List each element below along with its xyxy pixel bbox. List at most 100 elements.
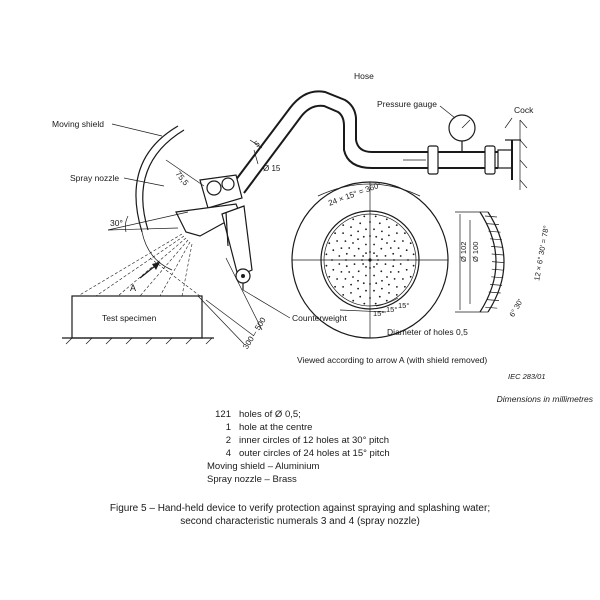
spray-hole (389, 247, 392, 249)
spray-hole (385, 299, 388, 302)
spray-plate-view (291, 181, 449, 339)
spray-hole (328, 242, 331, 245)
spray-hole (357, 270, 360, 273)
spray-hole (381, 279, 383, 282)
spray-hole (362, 255, 364, 257)
label-test-specimen: Test specimen (102, 313, 157, 323)
spray-hole (386, 276, 388, 278)
spray-hole (397, 271, 400, 273)
spray-hole (386, 242, 388, 244)
spray-pattern (77, 233, 201, 297)
spray-hole (352, 242, 354, 244)
spray-hole (365, 252, 367, 255)
arrow-a (139, 261, 161, 279)
legend-row: Spray nozzle – Brass (207, 473, 390, 486)
spray-hole (357, 230, 359, 233)
label-cock: Cock (514, 105, 534, 115)
legend-num: 121 (215, 409, 231, 420)
label-moving-shield: Moving shield (52, 119, 104, 129)
profile-tick (485, 306, 498, 309)
spray-hole (393, 278, 396, 280)
profile-tick (486, 299, 500, 301)
spray-hole (350, 226, 352, 229)
spray-hole (412, 253, 415, 256)
spray-hole (359, 295, 362, 298)
spray-hole (381, 287, 383, 290)
spray-hole (393, 240, 396, 243)
profile-tick (486, 223, 499, 225)
legend-num: 1 (225, 422, 231, 433)
spray-hole (345, 252, 348, 255)
spray-hole (392, 265, 395, 268)
spray-hole (334, 285, 336, 288)
legend-row: 2 inner circles of 12 holes at 30° pitch (207, 434, 390, 447)
spray-hole (380, 247, 383, 250)
spray-hole (404, 285, 406, 288)
profile-tick (488, 230, 501, 233)
spray-hole (399, 263, 402, 265)
spray-hole (344, 278, 347, 280)
spray-hole (388, 226, 390, 229)
label-dim-5: 5 (253, 139, 262, 149)
test-specimen-block (62, 295, 214, 345)
label-angle-30: 30° (110, 218, 123, 228)
legend-text: inner circles of 12 holes at 30° pitch (239, 435, 390, 446)
spray-hole (357, 238, 359, 241)
spray-hole (342, 224, 345, 227)
spray-hole (332, 268, 335, 271)
spray-hole (397, 247, 400, 250)
spray-hole (388, 292, 390, 294)
legend-text: outer circles of 24 holes at 15° pitch (239, 448, 390, 459)
label-diameter-holes: Diameter of holes 0,5 (387, 327, 468, 337)
label-pitch-15-a: 15° (373, 309, 384, 318)
label-dia-100: Ø 100 (471, 242, 480, 262)
spray-hole (344, 240, 347, 243)
label-viewed: Viewed according to arrow A (with shield… (297, 355, 487, 365)
label-arrow-a: A (130, 283, 136, 293)
nozzle-assembly (175, 174, 291, 319)
spray-holes (325, 215, 415, 305)
label-spray-nozzle: Spray nozzle (70, 173, 119, 183)
spray-hole (342, 232, 344, 235)
spray-hole (409, 242, 412, 245)
profile-tick (488, 291, 501, 294)
spray-hole (375, 235, 378, 238)
spray-hole (348, 247, 351, 249)
spray-hole (350, 292, 352, 294)
spray-hole (405, 268, 408, 271)
profile-tick (491, 246, 504, 248)
spray-hole (340, 247, 343, 250)
label-pitch-15-c: 15° (398, 301, 409, 310)
label-pitch-12x6: 12 × 6° 30' = 78° (532, 225, 551, 282)
legend-num: 2 (225, 435, 231, 446)
spray-hole (365, 274, 367, 277)
spray-hole (373, 243, 375, 246)
legend-text: Spray nozzle – Brass (207, 474, 297, 485)
legend-text: hole at the centre (239, 422, 313, 433)
spray-hole (376, 263, 378, 265)
label-dia-102: Ø 102 (459, 242, 468, 262)
profile-tick (491, 268, 504, 271)
moving-shield (111, 123, 185, 271)
spray-hole (353, 263, 356, 265)
spray-hole (378, 222, 381, 225)
spray-plate-profile (455, 211, 505, 313)
spray-hole (365, 228, 367, 231)
spray-hole (328, 275, 331, 278)
spray-hole (409, 275, 412, 278)
legend-text: Moving shield – Aluminium (207, 461, 320, 472)
spray-hole (363, 302, 366, 305)
spray-hole (336, 278, 338, 280)
label-dimensions: Dimensions in millimetres (497, 394, 594, 404)
label-dim-75-5: 75,5 (174, 169, 191, 187)
spray-hole (340, 271, 343, 273)
profile-tick (490, 284, 503, 286)
spray-hole (388, 283, 390, 286)
cock-valve (504, 117, 528, 190)
legend-row: 1 hole at the centre (207, 421, 390, 434)
spray-hole (325, 253, 328, 256)
spray-hole (375, 282, 378, 285)
spray-hole (362, 263, 364, 265)
